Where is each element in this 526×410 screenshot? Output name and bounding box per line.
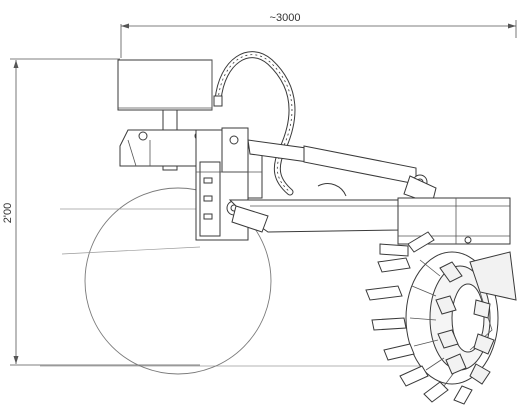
rotor-head [397, 197, 511, 245]
hydraulic-cylinder [247, 139, 437, 205]
width-dimension: ~3000 [120, 12, 517, 58]
height-dimension: 2'00 [2, 58, 200, 366]
boom-arm [228, 199, 401, 233]
width-dimension-label: ~3000 [270, 12, 301, 24]
rotor-drum [365, 231, 517, 405]
top-housing [117, 59, 213, 111]
height-dimension-label: 2'00 [2, 203, 14, 223]
hydraulic-hose [213, 51, 347, 197]
